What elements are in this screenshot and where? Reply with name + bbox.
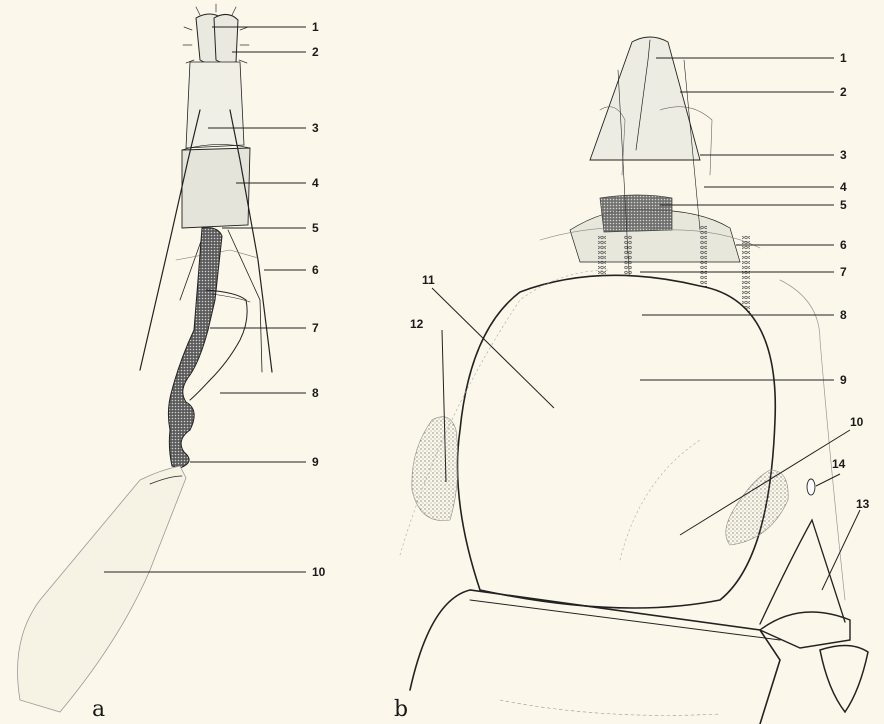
label-b-12: 12	[410, 317, 424, 331]
panel-a-drawing	[18, 4, 273, 712]
label-a-2: 2	[312, 45, 319, 59]
panel-letter-b: b	[394, 697, 408, 722]
label-a-9: 9	[312, 455, 319, 469]
label-a-3: 3	[312, 121, 319, 135]
label-a-7: 7	[312, 321, 319, 335]
label-b-9: 9	[840, 373, 847, 387]
label-b-11: 11	[422, 273, 435, 287]
label-b-5: 5	[840, 198, 847, 212]
label-a-5: 5	[312, 221, 319, 235]
panel-letter-a: a	[92, 697, 105, 722]
label-a-8: 8	[312, 386, 319, 400]
label-b-1: 1	[840, 51, 847, 65]
label-b-3: 3	[840, 148, 847, 162]
label-a-6: 6	[312, 263, 319, 277]
label-b-2: 2	[840, 85, 847, 99]
label-a-4: 4	[312, 176, 319, 190]
label-b-14: 14	[832, 457, 846, 471]
label-b-6: 6	[840, 238, 847, 252]
label-b-8: 8	[840, 308, 847, 322]
label-b-4: 4	[840, 180, 847, 194]
label-b-10: 10	[850, 415, 864, 429]
label-a-1: 1	[312, 20, 319, 34]
label-b-13: 13	[856, 497, 870, 511]
label-a-10: 10	[312, 565, 326, 579]
panel-a-labels: 1 2 3 4 5 6 7 8 9 10	[312, 20, 326, 579]
label-b-7: 7	[840, 265, 847, 279]
